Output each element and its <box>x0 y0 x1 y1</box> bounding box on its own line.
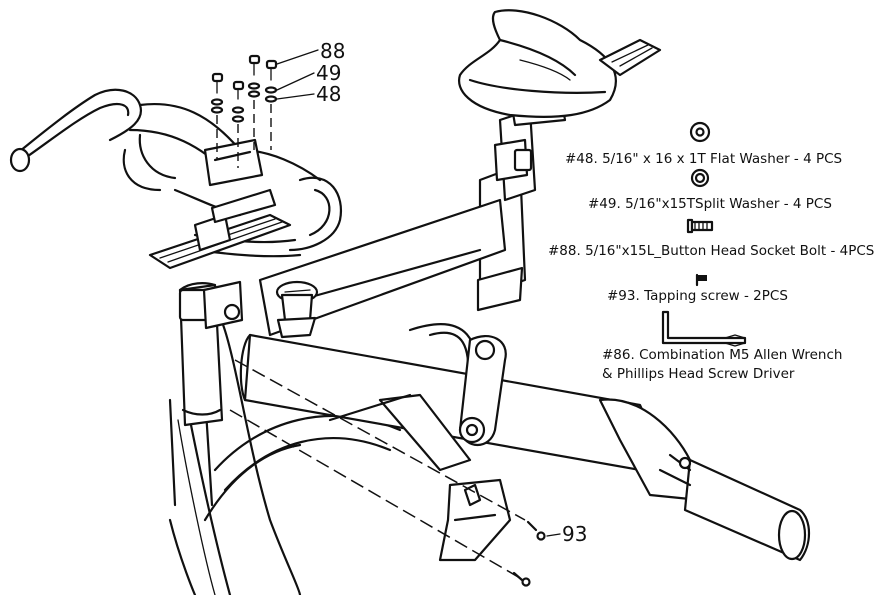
callout-leaders <box>276 49 319 100</box>
split-washer-icon <box>690 168 710 188</box>
screw-lower <box>512 571 531 587</box>
part-88-label: #88. 5/16"x15L_Button Head Socket Bolt -… <box>548 243 874 259</box>
part-86-label-line1: #86. Combination M5 Allen Wrench <box>602 347 842 363</box>
saddle <box>457 9 662 118</box>
handlebar <box>9 88 343 258</box>
bolt-mid-left <box>231 80 245 123</box>
parts-list: #48. 5/16" x 16 x 1T Flat Washer - 4 PCS… <box>548 121 874 382</box>
bolt-mid-right <box>247 54 261 98</box>
rear-link <box>458 335 507 446</box>
main-frame <box>239 163 811 562</box>
bolt-stack <box>210 54 278 168</box>
part-86-label-line2: & Phillips Head Screw Driver <box>602 366 795 382</box>
part-49-label: #49. 5/16"x15TSplit Washer - 4 PCS <box>588 196 832 212</box>
flat-washer-icon <box>689 121 711 143</box>
allen-wrench-screwdriver-icon <box>661 310 747 347</box>
callout-93: 93 <box>562 522 587 546</box>
part-48-label: #48. 5/16" x 16 x 1T Flat Washer - 4 PCS <box>565 151 842 167</box>
button-head-bolt-icon <box>686 218 714 234</box>
handlebar-post <box>178 280 244 427</box>
part-93-label: #93. Tapping screw - 2PCS <box>607 288 788 304</box>
bottom-bracket <box>438 478 512 562</box>
tapping-screw-icon <box>695 273 707 287</box>
bolt-left <box>210 72 224 114</box>
callout-49: 49 <box>316 61 341 85</box>
screw-upper <box>526 520 546 541</box>
computer-mount <box>275 280 319 339</box>
bolt-right <box>264 59 278 103</box>
tapping-screws <box>229 359 561 587</box>
handlebar-slider <box>148 188 292 270</box>
callout-48: 48 <box>316 82 341 106</box>
callout-88: 88 <box>320 39 345 63</box>
